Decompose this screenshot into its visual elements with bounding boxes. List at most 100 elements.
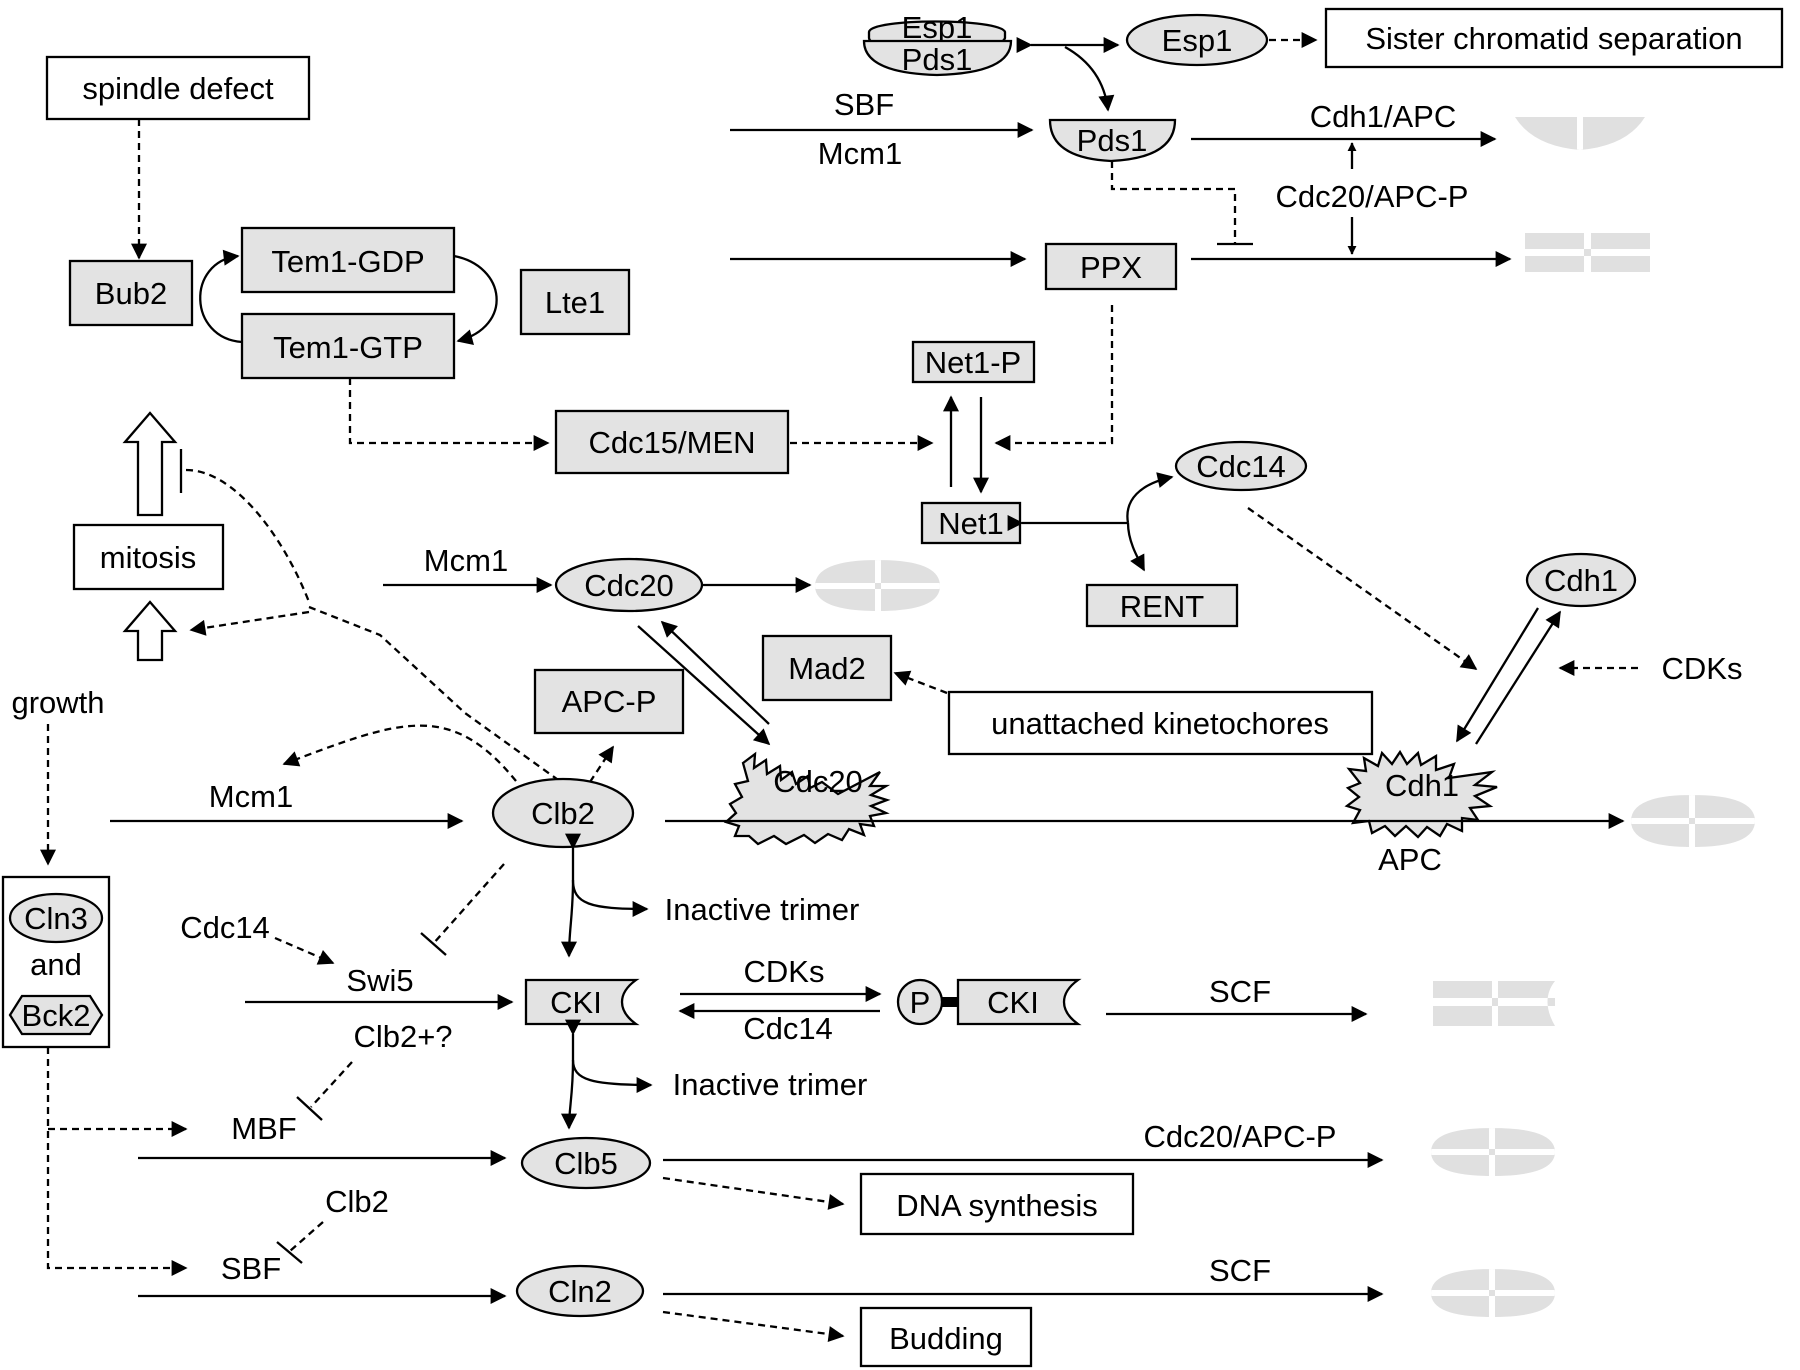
- clb5-degraded-fragment: [1431, 1128, 1555, 1176]
- pds1-inhibit-ppx-line: [1110, 161, 1237, 244]
- cdh1-apc-label: Cdh1/APC: [1310, 99, 1456, 134]
- clb2-degraded-fragment: [1631, 795, 1755, 847]
- cdc20-apc-p-top-label: Cdc20/APC-P: [1276, 179, 1469, 214]
- swi5-label: Swi5: [346, 963, 413, 998]
- cdks-right-label: CDKs: [1662, 651, 1743, 686]
- unattached-kinetochores-label: unattached kinetochores: [991, 706, 1329, 741]
- cdc14-to-cdh1-arrow: [1247, 507, 1478, 670]
- clb2-mitosis-inhibit-line: [185, 468, 311, 603]
- cdc15-men-label: Cdc15/MEN: [588, 425, 755, 460]
- clb2-plus-inhibit-bar: [296, 1096, 323, 1121]
- tem1-gtp-label: Tem1-GTP: [273, 330, 423, 365]
- cln2-to-budding-arrow: [662, 1310, 845, 1343]
- clb2-inhibit-sbf-bar: [276, 1241, 303, 1264]
- mad2-box: [761, 634, 893, 702]
- and-label: and: [30, 947, 82, 982]
- net1-label: Net1: [938, 506, 1003, 541]
- clb2-label: Clb2: [531, 796, 595, 831]
- trimer-2-to-clb5-arrow: [561, 1059, 578, 1130]
- lte1-box: [519, 268, 631, 336]
- pds1-label: Pds1: [1077, 123, 1148, 158]
- bub2-box: [68, 259, 194, 327]
- sbf-top-label: SBF: [834, 87, 894, 122]
- cki-p-shape: [956, 978, 1082, 1026]
- cln2-oval: [515, 1264, 645, 1318]
- cki-shape: [524, 978, 640, 1026]
- cdc20-label: Cdc20: [584, 568, 674, 603]
- cdc14-top-label: Cdc14: [1196, 449, 1286, 484]
- cln2-label: Cln2: [548, 1274, 612, 1309]
- spindle-defect-label: spindle defect: [82, 71, 274, 106]
- clb5-oval: [520, 1136, 652, 1190]
- bub2-label: Bub2: [95, 276, 167, 311]
- cdh1-label: Cdh1: [1544, 563, 1618, 598]
- mitosis-up-arrow-top: [122, 411, 178, 517]
- tem1-gdp-box: [240, 226, 456, 294]
- cdc20-active-label: Cdc20: [773, 764, 863, 799]
- kinetochores-to-mad2-arrow: [893, 670, 948, 695]
- clb2-sbf-label: Clb2: [325, 1184, 389, 1219]
- pds1-shape: [1048, 118, 1177, 163]
- clb2-inhibit-swi5-line: [432, 863, 505, 945]
- clb2-plus-label: Clb2+?: [353, 1019, 452, 1054]
- clb2-oval: [491, 777, 635, 849]
- mitosis-label: mitosis: [100, 540, 196, 575]
- cdh1-active-to-inactive-arrow: [1475, 610, 1561, 745]
- budding-label: Budding: [889, 1321, 1003, 1356]
- spindle-defect-box: [45, 55, 311, 121]
- cki-p-label: CKI: [987, 985, 1039, 1020]
- cki-degraded-fragment: [1433, 981, 1555, 1026]
- rent-to-cdc14-arrow: [1126, 472, 1174, 524]
- ppx-degraded-fragment: [1525, 233, 1650, 272]
- dna-synthesis-box: [859, 1172, 1135, 1236]
- esp1-oval: [1125, 13, 1269, 67]
- unattached-kinetochores-box: [947, 690, 1374, 756]
- mitosis-box: [72, 523, 225, 591]
- esp1-pds1-complex-bottom: [862, 39, 1013, 77]
- sister-separation-label: Sister chromatid separation: [1365, 21, 1742, 56]
- ppx-box: [1044, 242, 1178, 291]
- complex-to-pds1-arrow: [1064, 45, 1115, 112]
- cdc20-degraded-fragment: [815, 560, 940, 611]
- cdc14-to-swi5-arrow: [274, 936, 335, 965]
- inactive-trimer-1-label: Inactive trimer: [665, 892, 860, 927]
- budding-box: [859, 1306, 1033, 1368]
- clb2-to-apc-p-arrow: [589, 745, 614, 783]
- trimer-1-to-cki-arrow: [561, 879, 578, 958]
- scf-cln2-label: SCF: [1209, 1253, 1271, 1288]
- trimer-1-arrow: [571, 879, 649, 917]
- cln3-label: Cln3: [24, 901, 88, 936]
- tem1-to-cdc15-arrow: [348, 378, 550, 451]
- bck2-label: Bck2: [22, 998, 91, 1033]
- mcm1-cdc20-label: Mcm1: [424, 543, 508, 578]
- net1-p-label: Net1-P: [925, 345, 1021, 380]
- cdc14-top-oval: [1174, 440, 1308, 492]
- net1-p-box: [911, 340, 1036, 384]
- cln3-to-sbf-arrow: [46, 1047, 188, 1276]
- rent-box: [1085, 583, 1239, 628]
- inactive-trimer-2-label: Inactive trimer: [673, 1067, 868, 1102]
- trimer-2-arrow: [571, 1059, 653, 1093]
- cdh1-to-active-arrow: [1456, 607, 1539, 743]
- cki-label: CKI: [550, 985, 602, 1020]
- rent-label: RENT: [1120, 589, 1204, 624]
- cdc14-swi5-label: Cdc14: [180, 910, 270, 945]
- cdc14-mid-label: Cdc14: [743, 1011, 833, 1046]
- mbf-label: MBF: [231, 1111, 296, 1146]
- tem1-gtp-to-gdp-arrow: [199, 249, 243, 344]
- net1-to-rent-arrow: [1126, 522, 1146, 572]
- scf-cki-label: SCF: [1209, 974, 1271, 1009]
- apc-p-box: [533, 668, 685, 735]
- mad2-label: Mad2: [788, 651, 866, 686]
- clb2-to-mitosis-arrow: [189, 610, 310, 636]
- cdc15-men-box: [554, 409, 790, 475]
- phosphate-link: [941, 997, 959, 1007]
- clb5-label: Clb5: [554, 1146, 618, 1181]
- cdc20-to-active-arrow: [637, 625, 771, 746]
- clb2-plus-inhibit-line: [310, 1061, 353, 1108]
- esp1-complex-label: Esp1: [902, 10, 973, 45]
- pds1-complex-label: Pds1: [902, 42, 973, 77]
- mcm1-clb2-label: Mcm1: [209, 779, 293, 814]
- clb5-to-dna-synthesis-arrow: [662, 1176, 845, 1210]
